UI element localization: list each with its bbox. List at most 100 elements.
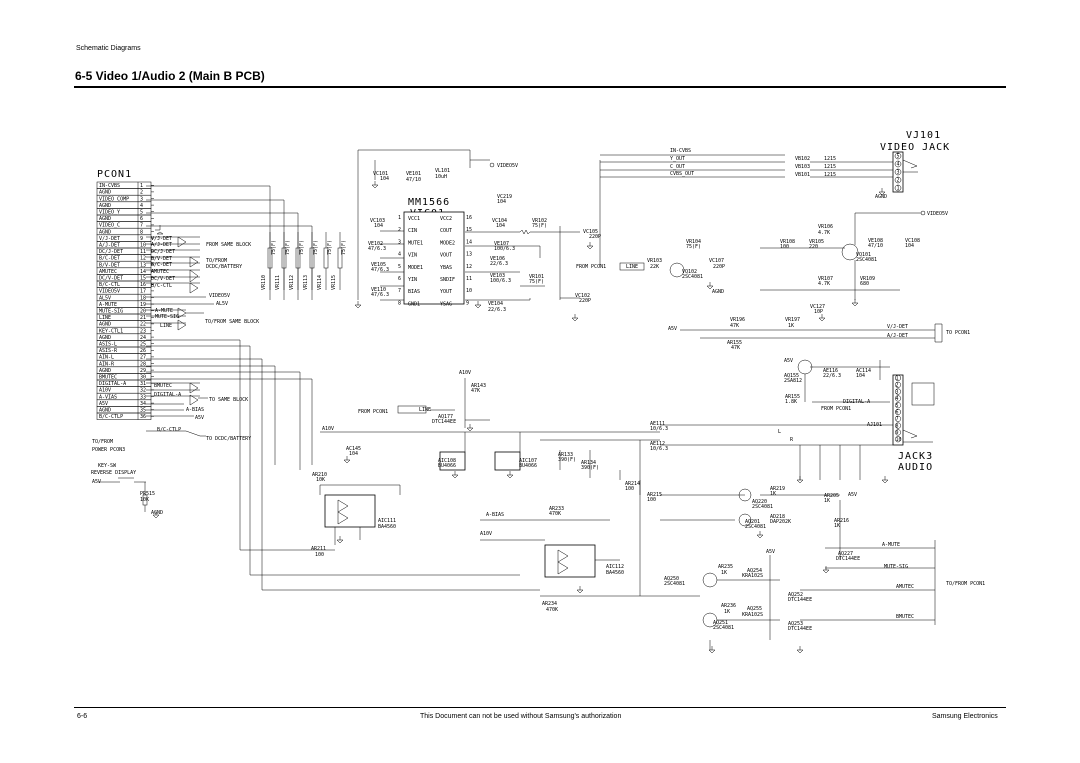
- pcon1-pin-number: 1: [140, 183, 143, 189]
- jack-pin-number: 1: [897, 186, 900, 192]
- ground-icon: [336, 536, 344, 544]
- pcon1-note-2: POWER PCON3: [92, 447, 125, 453]
- audio-jack-pin-number: 10: [896, 437, 902, 443]
- svg-text:AQ253: AQ253: [788, 621, 803, 627]
- pcon1-pin-label: A-VIAS: [99, 394, 117, 400]
- ground-icon: [371, 181, 379, 189]
- sig-a-bias: A-BIAS: [186, 407, 204, 413]
- ground-icon: [881, 476, 889, 484]
- pcon1-pin-label: B/C-CTLP: [99, 414, 123, 420]
- ground-icon: [152, 511, 160, 519]
- label-reverse-display: REVERSE DISPLAY: [91, 470, 136, 476]
- pcon1-pin-label: B/C-DET: [99, 256, 120, 262]
- pcon1-pin-number: 10: [140, 243, 146, 249]
- svg-text:680: 680: [860, 281, 869, 287]
- svg-text:AR216: AR216: [834, 518, 849, 524]
- svg-text:2SC4081: 2SC4081: [713, 625, 734, 631]
- svg-text:47K: 47K: [731, 345, 740, 351]
- video-jack-section: VJ101 VIDEO JACK IN-CVBS Y_OUT C_OUT CVB…: [576, 130, 970, 351]
- ic-left-pin: CIN: [408, 228, 417, 234]
- svg-text:VIDEO5V: VIDEO5V: [497, 163, 518, 169]
- audio-jack-pin-number: 8: [896, 423, 899, 429]
- ic-left-pin-number: 5: [398, 264, 401, 270]
- ic-right-pin: VOUT: [440, 253, 452, 259]
- resistor-ref: VR112: [289, 275, 295, 290]
- svg-text:VR102: VR102: [532, 218, 547, 224]
- svg-text:VR109: VR109: [860, 276, 875, 282]
- svg-text:AIC107: AIC107: [519, 458, 537, 464]
- ic-right-pin-number: 15: [466, 227, 472, 233]
- pcon1-pin-label: VIDEO5V: [99, 289, 120, 295]
- footer-notice: This Document can not be used without Sa…: [420, 713, 622, 720]
- ic-left-pin: GND1: [408, 301, 420, 307]
- pcon1-pin-number: 12: [140, 256, 146, 262]
- pcon1-pin-number: 26: [140, 348, 146, 354]
- ic-left-pin-number: 1: [398, 215, 401, 221]
- svg-text:C_OUT: C_OUT: [670, 164, 685, 170]
- audio-jack-pin-number: 3: [896, 389, 899, 395]
- pcon1-pin-label: VIDEO_C: [99, 223, 120, 229]
- svg-text:LINE: LINE: [419, 407, 431, 413]
- pcon1-title: PCON1: [97, 169, 132, 180]
- svg-text:22/6.3: 22/6.3: [823, 373, 841, 379]
- svg-text:VR108: VR108: [780, 239, 795, 245]
- svg-text:220P: 220P: [579, 298, 591, 304]
- svg-text:AR214: AR214: [625, 481, 640, 487]
- svg-text:AE111: AE111: [650, 421, 665, 427]
- pcon1-pin-label: AGND: [99, 408, 111, 414]
- svg-text:VR103: VR103: [647, 258, 662, 264]
- svg-text:2SC4081: 2SC4081: [752, 504, 773, 510]
- svg-text:VE102: VE102: [368, 241, 383, 247]
- svg-text:1215: 1215: [824, 156, 836, 162]
- svg-text:A5V: A5V: [784, 358, 793, 364]
- sig-dcv-det: DC/V-DET: [151, 276, 175, 282]
- resistor-ref: VR110: [261, 275, 267, 290]
- svg-text:1K: 1K: [724, 609, 730, 615]
- audio-title: AUDIO: [898, 462, 933, 473]
- svg-text:FROM PCON1: FROM PCON1: [576, 264, 606, 270]
- sig-video5v: VIDEO5V: [209, 293, 230, 299]
- pcon1-pin-number: 8: [140, 229, 143, 235]
- svg-text:100: 100: [647, 497, 656, 503]
- ground-icon: [851, 299, 859, 307]
- pcon1-pin-label: B/V-DET: [99, 262, 120, 268]
- pcon1-pin-number: 4: [140, 203, 143, 209]
- ic-left-pin: BIAS: [408, 289, 420, 295]
- audio-jack-pin: [894, 422, 902, 429]
- pcon1-pin-label: AGND: [99, 229, 111, 235]
- svg-text:VB101: VB101: [795, 172, 810, 178]
- pcon1-pin-label: V/J-DET: [99, 236, 120, 242]
- pcon1-pin-label: DC/V-DET: [99, 276, 123, 282]
- pcon1-pin-label: AGND: [99, 190, 111, 196]
- jack-pin-number: 5: [897, 154, 900, 160]
- svg-text:VR104: VR104: [686, 239, 701, 245]
- audio-section: A10V AR143 47K FROM PCON1 LINE AQ177 DTC…: [311, 358, 985, 650]
- svg-text:A10V: A10V: [480, 531, 492, 537]
- svg-text:A/J-DET: A/J-DET: [887, 333, 908, 339]
- pcon1-pin-number: 23: [140, 328, 146, 334]
- resistor-ref: VR114: [317, 275, 323, 290]
- video-ic-mm1566: MM1566 VIC01 VCC1VCC2116CINCOUT215MUTE1M…: [398, 197, 472, 307]
- pcon1-pin-number: 32: [140, 388, 146, 394]
- svg-text:VL101: VL101: [435, 168, 450, 174]
- note-to-dcdc-battery: TO DCDC/BATTERY: [206, 436, 251, 442]
- jack-pin-number: 4: [897, 162, 900, 168]
- svg-text:AC114: AC114: [856, 368, 871, 374]
- svg-text:AQ155: AQ155: [784, 373, 799, 379]
- svg-text:VE108: VE108: [868, 238, 883, 244]
- resistor-value: 75(F): [299, 240, 305, 255]
- pcon1-pin-label: VIDEO_Y: [99, 210, 120, 216]
- svg-text:AQ251: AQ251: [713, 620, 728, 626]
